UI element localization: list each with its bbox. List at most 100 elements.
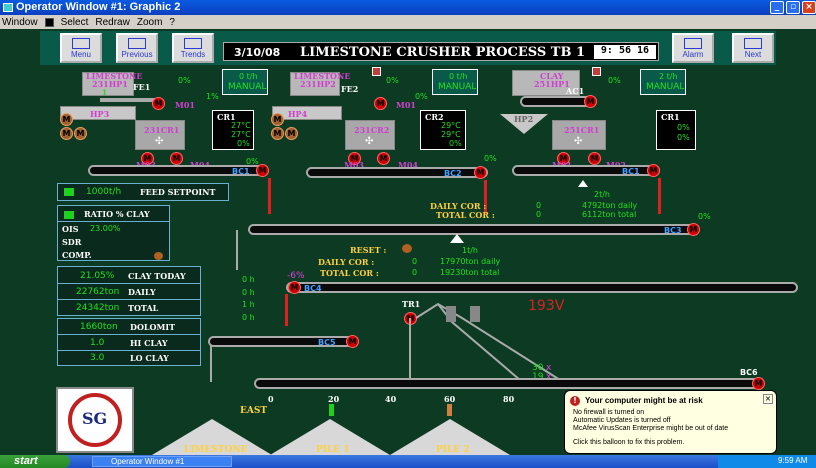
tripper-x-unit: x bbox=[546, 363, 552, 373]
cr1-status-box: CR1 27°C 27°C 0% bbox=[212, 110, 254, 150]
motor-ac1[interactable]: M bbox=[584, 95, 597, 108]
position-marker-60 bbox=[447, 404, 452, 416]
motor-1a[interactable]: M bbox=[60, 113, 73, 126]
motor-m01-1[interactable]: M bbox=[152, 97, 165, 110]
header-time: 9: 56 16 bbox=[594, 45, 656, 59]
motor-bc3[interactable]: M bbox=[687, 223, 700, 236]
motor-bc2[interactable]: M bbox=[474, 166, 487, 179]
motor-m01-1-label: M01 bbox=[175, 100, 195, 110]
motor-2c[interactable]: M bbox=[285, 127, 298, 140]
motor-m02-3[interactable]: M bbox=[588, 152, 601, 165]
main-total-cor: 19230ton total bbox=[440, 268, 500, 277]
system-tray: 9:59 AM bbox=[718, 455, 816, 468]
mode-2: MANUAL bbox=[438, 82, 477, 92]
header-title: LIMESTONE CRUSHER PROCESS TB 1 bbox=[300, 45, 586, 60]
total-value: 24342ton bbox=[76, 303, 120, 313]
scale-tick-40: 40 bbox=[385, 394, 397, 404]
bc4-pct: -6% bbox=[287, 271, 305, 281]
trends-nav-button[interactable]: Trends bbox=[172, 33, 214, 63]
taskbar-window-button[interactable]: Operator Window #1 bbox=[92, 456, 232, 467]
motor-m03-2[interactable]: M bbox=[348, 152, 361, 165]
mode-1: MANUAL bbox=[228, 82, 267, 92]
daily-value: 22762ton bbox=[76, 287, 120, 297]
cr1-clay-p1: 0% bbox=[677, 123, 690, 132]
belt-bc5-label: BC5 bbox=[318, 338, 336, 347]
menu-window[interactable]: Window bbox=[2, 16, 38, 28]
motor-bc4[interactable]: M bbox=[288, 281, 301, 294]
mode-box-1[interactable]: 0 t/h MANUAL bbox=[222, 69, 268, 95]
feed-setpoint-panel[interactable]: 1000t/h FEED SETPOINT bbox=[57, 183, 229, 201]
lo-clay-value: 3.0 bbox=[90, 353, 105, 363]
pile-limestone-label: LIMESTONE bbox=[184, 445, 248, 455]
hopper-hp3-label: HP3 bbox=[90, 109, 110, 119]
motor-bc1[interactable]: M bbox=[256, 164, 269, 177]
daily-label: DAILY bbox=[128, 287, 156, 297]
pile-2-shape bbox=[390, 419, 510, 455]
motor-m03-1[interactable]: M bbox=[141, 152, 154, 165]
feeder-2-alarm-indicator[interactable] bbox=[372, 67, 381, 76]
main-total-cor-label: TOTAL COR : bbox=[320, 268, 379, 278]
motor-1c[interactable]: M bbox=[74, 127, 87, 140]
main-daily-cor: 17970ton daily bbox=[440, 257, 501, 266]
balloon-title: Your computer might be at risk bbox=[585, 396, 703, 405]
menu-help[interactable]: ? bbox=[169, 16, 175, 28]
main-daily-zero: 0 bbox=[412, 257, 418, 266]
next-icon bbox=[744, 38, 762, 49]
ratio-title: RATIO % CLAY bbox=[84, 209, 150, 219]
shield-icon: ! bbox=[570, 396, 580, 406]
feeder-pct-3: 0% bbox=[608, 76, 621, 85]
motor-m01-3[interactable]: M bbox=[557, 152, 570, 165]
feed-setpoint-indicator bbox=[64, 188, 74, 196]
menu-nav-button[interactable]: Menu bbox=[60, 33, 102, 63]
flow-arrow-1 bbox=[268, 178, 271, 214]
previous-nav-button[interactable]: Previous bbox=[116, 33, 158, 63]
motor-m04-1[interactable]: M bbox=[170, 152, 183, 165]
main-rate: 1t/h bbox=[462, 246, 478, 255]
clay-today-value: 21.05% bbox=[80, 271, 115, 281]
next-nav-button[interactable]: Next bbox=[732, 33, 774, 63]
ratio-indicator[interactable] bbox=[64, 211, 74, 219]
previous-icon bbox=[128, 38, 146, 49]
motor-bc5[interactable]: M bbox=[346, 335, 359, 348]
menu-redraw[interactable]: Redraw bbox=[95, 16, 130, 28]
balloon-close-button[interactable]: × bbox=[763, 394, 773, 404]
alarm-nav-button[interactable]: Alarm bbox=[672, 33, 714, 63]
clay-scale-icon bbox=[578, 180, 588, 187]
motor-m01-2[interactable]: M bbox=[374, 97, 387, 110]
bc5-drop-chute bbox=[210, 346, 212, 382]
cr2-temp2: 29°C bbox=[441, 130, 461, 139]
motor-2b[interactable]: M bbox=[271, 127, 284, 140]
hopper-hp3 bbox=[60, 106, 136, 120]
motor-2a[interactable]: M bbox=[271, 113, 284, 126]
motor-bc1-clay[interactable]: M bbox=[647, 164, 660, 177]
feeder-id-1: 231HP1 bbox=[92, 79, 128, 89]
dolomit-value: 1660ton bbox=[80, 322, 118, 332]
mode-box-2[interactable]: 0 t/h MANUAL bbox=[432, 69, 478, 95]
clay-rate: 2t/h bbox=[594, 190, 610, 199]
hi-clay-label: HI CLAY bbox=[130, 338, 168, 348]
feeder-3-alarm-indicator[interactable] bbox=[592, 67, 601, 76]
motor-bc6[interactable]: M bbox=[752, 377, 765, 390]
motor-m04-2[interactable]: M bbox=[377, 152, 390, 165]
balloon-cta[interactable]: Click this balloon to fix this problem. bbox=[573, 439, 685, 446]
hours-4: 0 h bbox=[242, 313, 255, 322]
minimize-button[interactable]: _ bbox=[770, 1, 784, 14]
mode-box-3[interactable]: 2 t/h MANUAL bbox=[640, 69, 686, 95]
tripper-label: TR1 bbox=[402, 299, 421, 309]
security-balloon[interactable]: ! Your computer might be at risk × No fi… bbox=[564, 390, 777, 454]
crusher-fan-icon: ✣ bbox=[365, 136, 374, 147]
ac1-label: AC1 bbox=[566, 86, 585, 96]
close-button[interactable]: × bbox=[802, 1, 816, 14]
menu-select[interactable]: Select bbox=[60, 16, 89, 28]
reset-button[interactable] bbox=[402, 244, 412, 253]
menu-square-icon bbox=[44, 17, 54, 27]
ratio-comp-indicator[interactable] bbox=[154, 252, 163, 260]
hopper-hp2-label: HP2 bbox=[514, 114, 534, 124]
start-button[interactable]: start bbox=[0, 455, 70, 468]
clay-total-zero: 0 bbox=[536, 210, 542, 219]
maximize-button[interactable]: ▫ bbox=[786, 1, 800, 14]
motor-1b[interactable]: M bbox=[60, 127, 73, 140]
pile-limestone-shape bbox=[152, 419, 272, 455]
menu-zoom[interactable]: Zoom bbox=[136, 16, 163, 28]
hours-2: 0 h bbox=[242, 288, 255, 297]
